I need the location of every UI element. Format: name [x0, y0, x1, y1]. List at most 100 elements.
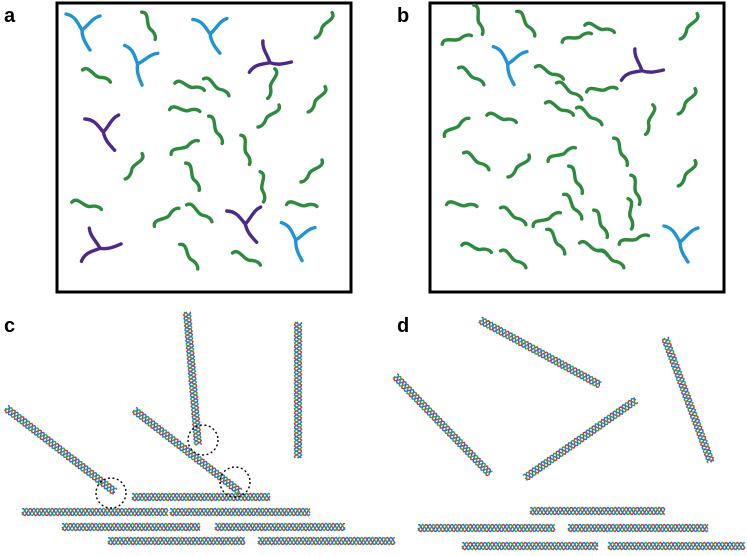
short-fragment	[167, 105, 202, 114]
triple-helix	[61, 522, 201, 532]
triple-helix	[607, 541, 746, 551]
short-fragment	[591, 208, 610, 240]
short-fragment	[178, 242, 200, 271]
short-fragment	[498, 205, 528, 227]
triple-helix	[478, 316, 602, 389]
triple-helix	[182, 311, 203, 446]
triple-helix	[529, 506, 666, 516]
short-fragment	[562, 192, 584, 221]
triple-helix	[257, 536, 396, 546]
short-fragment	[206, 114, 225, 146]
short-fragment	[574, 105, 604, 127]
contact-circle	[219, 466, 251, 498]
panel-a-fragments	[64, 10, 335, 271]
short-fragment	[230, 249, 263, 267]
triple-helix	[131, 406, 243, 495]
triple-helix	[21, 507, 169, 517]
short-fragment	[584, 85, 619, 94]
short-fragment	[515, 9, 537, 38]
triple-helix	[392, 373, 493, 477]
short-fragment	[485, 111, 519, 125]
branched-fragment	[619, 47, 666, 82]
short-fragment	[444, 200, 479, 209]
short-fragment	[440, 33, 474, 46]
short-fragment	[306, 84, 328, 114]
triple-helix	[107, 536, 246, 546]
short-fragment	[313, 10, 335, 40]
short-fragment	[506, 153, 532, 179]
panel-d-helices	[392, 316, 746, 551]
panel-b-fragments	[440, 3, 700, 270]
short-fragment	[533, 63, 566, 81]
short-fragment	[560, 31, 594, 44]
branched-fragment	[662, 224, 700, 264]
branched-fragment	[279, 220, 317, 263]
branched-fragment	[225, 205, 263, 244]
branched-fragment	[64, 12, 102, 52]
short-fragment	[456, 65, 486, 87]
short-fragment	[531, 210, 563, 229]
short-fragment	[201, 76, 231, 98]
short-fragment	[442, 116, 471, 138]
short-fragment	[184, 202, 214, 224]
short-fragment	[626, 196, 635, 231]
branched-fragment	[122, 43, 160, 87]
contact-circle	[95, 477, 127, 509]
short-fragment	[265, 67, 279, 101]
triple-helix	[3, 404, 118, 495]
short-fragment	[566, 164, 585, 196]
branched-fragment	[247, 39, 294, 74]
short-fragment	[173, 79, 207, 93]
short-fragment	[676, 158, 698, 188]
triple-helix	[214, 522, 346, 532]
triple-helix	[131, 492, 271, 502]
short-fragment	[256, 103, 282, 129]
short-fragment	[583, 21, 617, 35]
short-fragment	[70, 198, 104, 212]
short-fragment	[472, 3, 485, 37]
contact-circle	[187, 424, 219, 456]
panel-label-b: b	[397, 5, 409, 27]
branched-fragment	[191, 16, 229, 55]
short-fragment	[498, 248, 528, 270]
short-fragment	[629, 173, 642, 207]
short-fragment	[546, 145, 578, 164]
short-fragment	[617, 233, 651, 246]
triple-helix	[169, 507, 311, 517]
triple-helix	[293, 321, 303, 459]
branched-fragment	[83, 113, 121, 152]
short-fragment	[139, 10, 158, 42]
triple-helix	[522, 397, 639, 481]
short-fragment	[676, 86, 698, 116]
short-fragment	[596, 248, 626, 270]
short-fragment	[554, 80, 584, 102]
branched-fragment	[491, 44, 529, 87]
panel-label-c: c	[4, 315, 15, 337]
short-fragment	[183, 161, 202, 193]
short-fragment	[545, 227, 567, 256]
short-fragment	[284, 200, 319, 209]
panel-b-frame	[428, 1, 726, 294]
triple-helix	[417, 523, 556, 533]
short-fragment	[460, 241, 494, 255]
triple-helix	[567, 523, 709, 533]
short-fragment	[239, 133, 252, 167]
panel-label-a: a	[4, 5, 16, 27]
short-fragment	[461, 150, 491, 172]
triple-helix	[461, 541, 599, 551]
short-fragment	[152, 206, 181, 228]
short-fragment	[543, 99, 576, 117]
short-fragment	[299, 158, 325, 184]
short-fragment	[611, 136, 630, 168]
panel-a-frame	[55, 1, 353, 294]
panel-label-d: d	[397, 315, 409, 337]
short-fragment	[678, 11, 700, 41]
branched-fragment	[79, 226, 123, 264]
short-fragment	[169, 138, 201, 157]
panel-c-helices	[3, 311, 396, 546]
short-fragment	[80, 66, 113, 84]
short-fragment	[643, 103, 657, 137]
short-fragment	[123, 151, 145, 181]
short-fragment	[258, 169, 267, 204]
